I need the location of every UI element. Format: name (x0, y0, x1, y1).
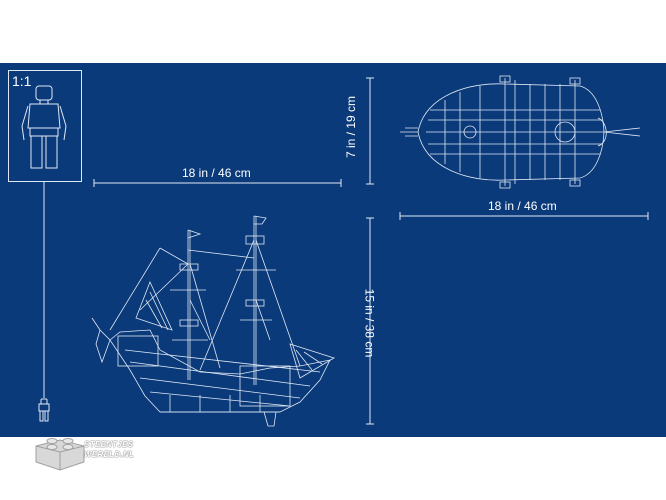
watermark-text-line2: WERELD.NL (84, 450, 135, 459)
ship-top-view (400, 75, 641, 189)
blueprint-panel (0, 63, 666, 437)
top-depth-label: 7 in / 19 cm (344, 95, 359, 159)
scale-label: 1:1 (12, 73, 32, 89)
watermark-text-line1: STEENTJES (84, 440, 134, 449)
small-minifigure-icon (38, 398, 50, 422)
ship-side-view (91, 215, 335, 427)
side-height-label: 15 in / 38 cm (362, 288, 377, 358)
scale-reference-box: 1:1 (8, 70, 82, 182)
watermark-brick-logo (35, 438, 85, 471)
side-width-label: 18 in / 46 cm (182, 166, 251, 180)
top-width-label: 18 in / 46 cm (488, 199, 557, 213)
minifigure-icon (21, 85, 67, 169)
